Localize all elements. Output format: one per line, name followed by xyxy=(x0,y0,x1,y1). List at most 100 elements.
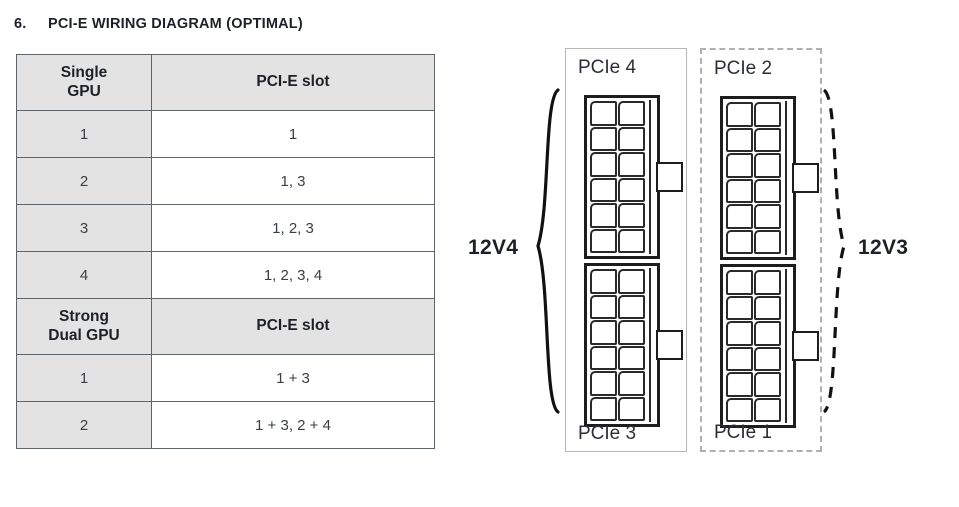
cell-gpu-count: 1 xyxy=(16,110,152,158)
connector-pin xyxy=(754,229,781,254)
connector-pin xyxy=(754,295,781,320)
cell-slot-list: 1 + 3 xyxy=(151,354,435,402)
connector-pin xyxy=(726,270,753,295)
connector-pin xyxy=(618,371,645,396)
connector-pin xyxy=(754,204,781,229)
connector-pin xyxy=(590,126,617,151)
connector-pin xyxy=(726,229,753,254)
connector-pcie-4 xyxy=(584,95,683,259)
rail-label-12v3: 12V3 xyxy=(858,236,909,259)
pin-grid xyxy=(589,100,646,254)
label-pcie-4: PCIe 4 xyxy=(578,57,637,78)
connector-pin xyxy=(590,320,617,345)
group-box-pcie-4-3: PCIe 4 xyxy=(565,48,687,452)
header-single-gpu-line2: GPU xyxy=(67,82,101,100)
table-row: 2 1, 3 xyxy=(16,157,435,205)
connector-rail xyxy=(785,101,791,255)
connector-pcie-2 xyxy=(720,96,819,260)
cell-gpu-count: 4 xyxy=(16,251,152,299)
connector-pin xyxy=(618,269,645,294)
table-row: 1 1 + 3 xyxy=(16,354,435,402)
header-cell-pcie-slot-1: PCI-E slot xyxy=(151,54,435,111)
header-dual-gpu-line2: Dual GPU xyxy=(48,326,120,344)
table-row: 3 1, 2, 3 xyxy=(16,204,435,252)
label-pcie-2: PCIe 2 xyxy=(714,58,773,79)
connector-latch-tab xyxy=(792,163,819,193)
connector-pin xyxy=(590,345,617,370)
cell-gpu-count: 2 xyxy=(16,157,152,205)
header-single-gpu-line1: Single xyxy=(60,64,108,82)
cell-gpu-count: 2 xyxy=(16,401,152,449)
table-row: 1 1 xyxy=(16,110,435,158)
label-pcie-1: PCIe 1 xyxy=(714,422,773,443)
pin-grid xyxy=(725,101,782,255)
group-box-pcie-2-1: PCIe 2 xyxy=(700,48,822,452)
connector-rail xyxy=(785,269,791,423)
cell-slot-list: 1, 3 xyxy=(151,157,435,205)
cell-slot-list: 1, 2, 3 xyxy=(151,204,435,252)
connector-pin xyxy=(726,127,753,152)
connector-pin xyxy=(618,152,645,177)
connector-pin xyxy=(590,371,617,396)
connector-pin xyxy=(726,295,753,320)
connector-pin xyxy=(618,396,645,421)
connector-latch-tab xyxy=(792,331,819,361)
section-number: 6. xyxy=(14,16,27,32)
connector-pin xyxy=(618,320,645,345)
connector-pin xyxy=(618,294,645,319)
connector-pin xyxy=(726,346,753,371)
header-cell-strong-dual-gpu: Strong Dual GPU xyxy=(16,298,152,355)
connector-pin xyxy=(618,345,645,370)
connector-pin xyxy=(618,177,645,202)
cell-gpu-count: 3 xyxy=(16,204,152,252)
connector-pin xyxy=(590,228,617,253)
connector-pin xyxy=(618,203,645,228)
connector-rail xyxy=(649,268,655,422)
header-cell-single-gpu: Single GPU xyxy=(16,54,152,111)
cell-slot-list: 1 xyxy=(151,110,435,158)
connector-pin xyxy=(754,321,781,346)
connector-pin xyxy=(618,228,645,253)
connector-pin xyxy=(754,270,781,295)
connector-pin xyxy=(590,177,617,202)
connector-pin xyxy=(754,153,781,178)
cell-gpu-count: 1 xyxy=(16,354,152,402)
rail-label-12v4: 12V4 xyxy=(468,236,519,259)
page-title: 6. PCI-E WIRING DIAGRAM (OPTIMAL) xyxy=(14,16,303,32)
connector-pin xyxy=(754,372,781,397)
brace-solid-12v4 xyxy=(528,86,562,416)
connector-pin xyxy=(726,102,753,127)
pcie-wiring-table: Single GPU PCI-E slot 1 1 2 1, 3 3 1, 2,… xyxy=(16,54,435,449)
connector-rail xyxy=(649,100,655,254)
connector-pin xyxy=(754,397,781,422)
connector-pin xyxy=(590,269,617,294)
connector-pin xyxy=(590,152,617,177)
connector-pin xyxy=(754,127,781,152)
connector-pin xyxy=(754,178,781,203)
pcie-connector-diagram: 12V4 PCIe 4 xyxy=(460,0,959,507)
connector-pcie-3 xyxy=(584,263,683,427)
header-cell-pcie-slot-2: PCI-E slot xyxy=(151,298,435,355)
section-title-text: PCI-E WIRING DIAGRAM (OPTIMAL) xyxy=(48,16,303,32)
connector-pin xyxy=(590,294,617,319)
cell-slot-list: 1 + 3, 2 + 4 xyxy=(151,401,435,449)
connector-pin xyxy=(726,178,753,203)
connector-pin xyxy=(618,126,645,151)
connector-pin xyxy=(726,321,753,346)
table-header-row-single-gpu: Single GPU PCI-E slot xyxy=(16,54,435,111)
connector-pin xyxy=(754,102,781,127)
pin-grid xyxy=(725,269,782,423)
connector-pin xyxy=(590,396,617,421)
connector-pin xyxy=(726,397,753,422)
cell-slot-list: 1, 2, 3, 4 xyxy=(151,251,435,299)
connector-pin xyxy=(726,153,753,178)
connector-pin xyxy=(590,203,617,228)
table-row: 4 1, 2, 3, 4 xyxy=(16,251,435,299)
connector-pin xyxy=(590,101,617,126)
header-dual-gpu-line1: Strong xyxy=(59,308,109,326)
connector-pin xyxy=(618,101,645,126)
connector-pin xyxy=(726,372,753,397)
table-header-row-strong-dual-gpu: Strong Dual GPU PCI-E slot xyxy=(16,298,435,355)
connector-latch-tab xyxy=(656,162,683,192)
connector-pin xyxy=(726,204,753,229)
